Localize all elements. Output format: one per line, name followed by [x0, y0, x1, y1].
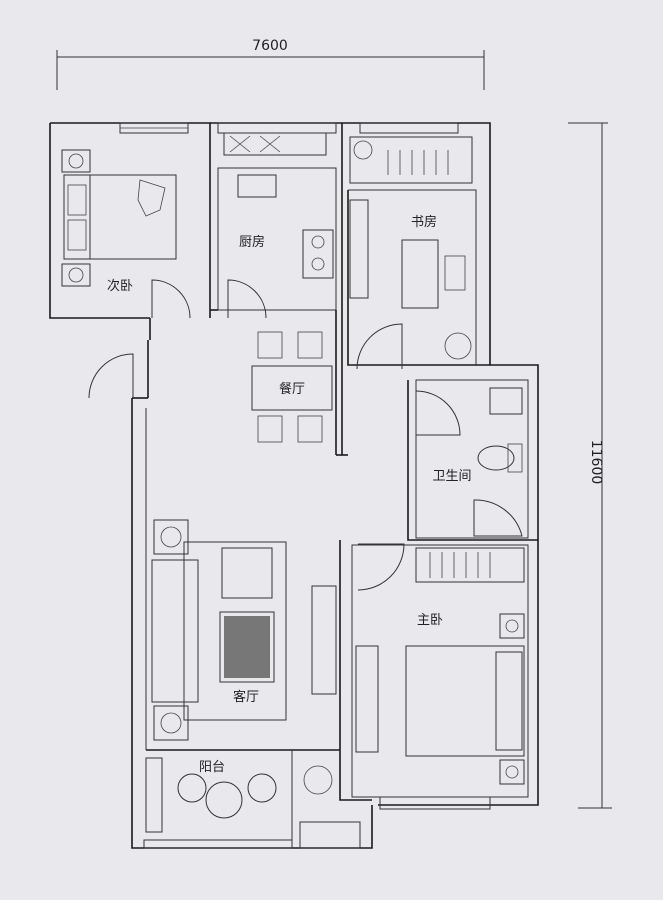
width-dimension: 7600: [56, 38, 485, 90]
dining-table: [251, 331, 333, 443]
tv-cabinet-icon: [355, 645, 379, 753]
doors: [88, 279, 461, 591]
room-label-balcony: 阳台: [199, 760, 225, 775]
washbasin-icon: [489, 387, 523, 415]
tv-cabinet-icon: [311, 585, 337, 695]
room-label-master-bedroom: 主卧: [417, 613, 443, 628]
height-dimension-label: 11600: [588, 440, 604, 485]
plant-icon: [444, 332, 472, 360]
bed-second-bedroom: [61, 149, 177, 287]
chair-icon: [444, 255, 466, 291]
height-dimension: 11600: [568, 122, 612, 809]
desk-icon: [401, 239, 439, 309]
room-label-kitchen: 厨房: [239, 234, 265, 250]
living-room-furniture: [151, 519, 337, 741]
bed-master-icon: [405, 645, 525, 757]
bathroom-fixtures: [473, 387, 523, 537]
room-label-bathroom: 卫生间: [432, 469, 471, 484]
sofa-icon: [151, 559, 199, 703]
master-bedroom-furniture: [355, 547, 525, 785]
width-dimension-label: 7600: [252, 38, 288, 54]
stove-icon: [302, 229, 334, 279]
balcony-furniture: [145, 757, 361, 849]
study-furniture: [349, 136, 473, 360]
room-label-dining: 餐厅: [279, 381, 305, 397]
toilet-icon: [477, 445, 515, 471]
rug-icon: [219, 611, 275, 683]
plant-icon: [303, 765, 333, 795]
plant-icon: [353, 140, 373, 160]
room-label-second-bedroom: 次卧: [107, 278, 133, 294]
kitchen-fixtures: [223, 132, 334, 279]
room-label-study: 书房: [411, 214, 437, 230]
room-label-living: 客厅: [233, 689, 259, 705]
shower-icon: [473, 499, 523, 537]
sink-icon: [237, 174, 277, 198]
